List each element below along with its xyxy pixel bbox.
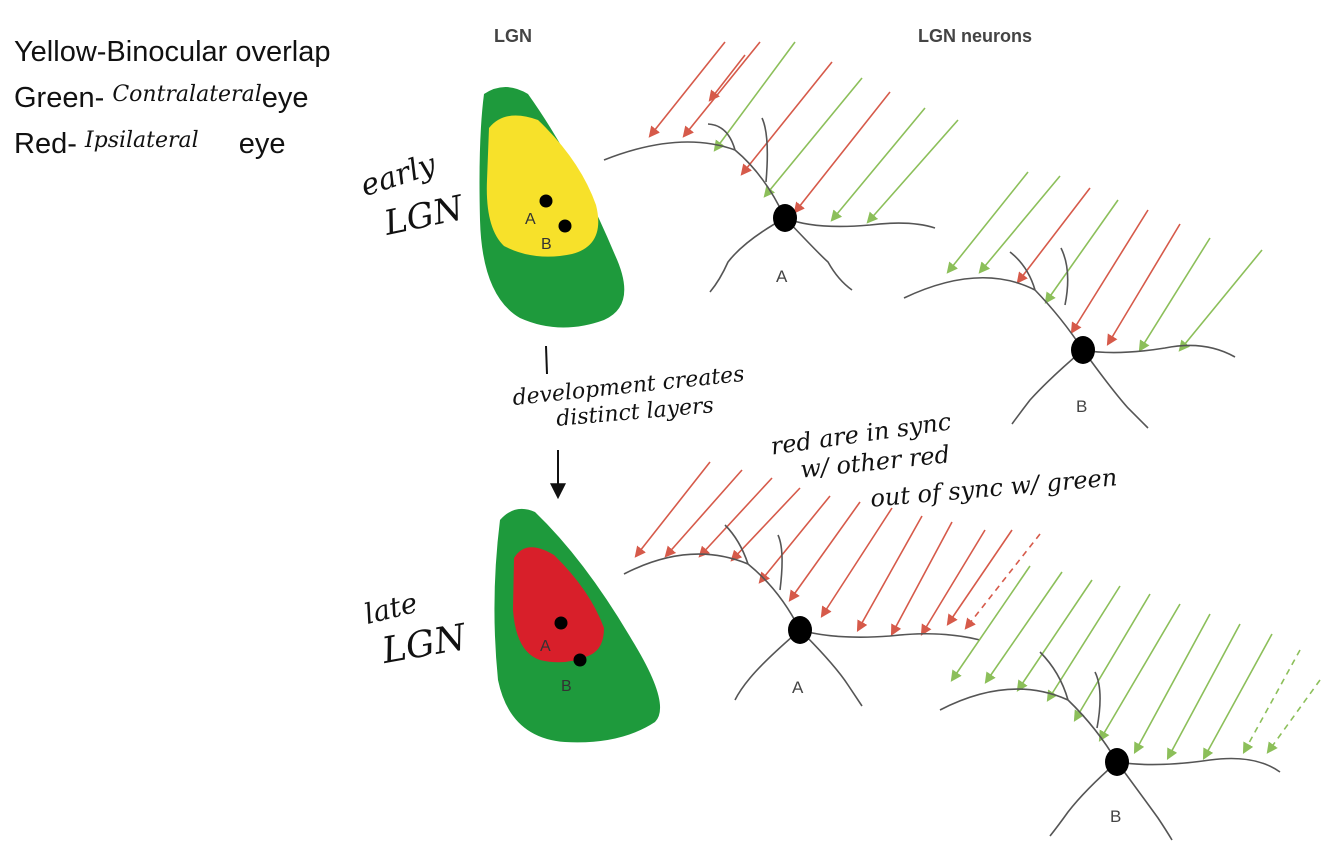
contralateral-axon-arrow: [1133, 613, 1211, 754]
contralateral-axon-arrow: [1046, 585, 1121, 702]
neuron-label: A: [792, 678, 804, 697]
contralateral-axon-arrow: [1178, 249, 1263, 352]
ipsilateral-axon-arrow: [1070, 209, 1149, 334]
contralateral-axon-arrow: [978, 175, 1061, 274]
legend-green: Green- Contralateraleye: [14, 82, 309, 115]
contralateral-axon-arrow: [866, 119, 959, 224]
contralateral-axon-arrow: [1044, 199, 1119, 304]
ipsilateral-axon-arrow: [964, 533, 1041, 630]
ipsilateral-axon-arrow: [920, 529, 986, 636]
contralateral-axon-arrow: [1242, 649, 1301, 754]
dendrite: [903, 247, 1236, 429]
cell-body: [1105, 748, 1129, 776]
ipsilateral-axon-arrow: [740, 61, 833, 176]
ipsilateral-axon-arrow: [708, 54, 746, 102]
early-lgn-cell-b-dot: [558, 219, 572, 233]
neuron-label: A: [776, 267, 788, 286]
legend-green-suffix: eye: [261, 82, 309, 114]
cell-body: [788, 616, 812, 644]
development-arrow-tick: [545, 345, 548, 375]
ipsilateral-axon-arrow: [788, 501, 861, 602]
ipsilateral-axon-arrow: [820, 507, 893, 618]
legend-green-handwritten: Contralateral: [112, 82, 262, 107]
ipsilateral-axon-arrow: [793, 91, 891, 214]
cell-body: [1071, 336, 1095, 364]
contralateral-axon-arrow: [763, 77, 863, 198]
neuron-label: B: [1076, 397, 1087, 416]
neuron-early-a: A: [603, 41, 959, 293]
ipsilateral-axon-arrow: [648, 41, 726, 138]
neuron-late-b: B: [939, 565, 1321, 841]
ipsilateral-axon-arrow: [946, 529, 1013, 626]
early-lgn-yellow-region: [486, 115, 599, 257]
ipsilateral-axon-arrow: [730, 487, 801, 562]
early-lgn-cell-a-dot: [539, 194, 553, 208]
late-lgn-label-a: A: [540, 638, 551, 655]
ipsilateral-axon-arrow: [758, 495, 831, 584]
ipsilateral-axon-arrow: [1016, 187, 1091, 284]
ipsilateral-axon-arrow: [890, 521, 953, 636]
lgn-header: LGN: [494, 26, 532, 46]
late-lgn-cell-a-dot: [554, 616, 568, 630]
early-lgn-label-a: A: [525, 211, 536, 228]
ipsilateral-axon-arrow: [698, 477, 773, 558]
legend-yellow: Yellow-Binocular overlap: [14, 36, 331, 68]
ipsilateral-axon-arrow: [682, 41, 761, 138]
cell-body: [773, 204, 797, 232]
ipsilateral-axon-arrow: [634, 461, 711, 558]
legend-red-handwritten: Ipsilateral: [84, 128, 199, 153]
contralateral-axon-arrow: [1166, 623, 1241, 760]
contralateral-axon-arrow: [1073, 593, 1151, 722]
contralateral-axon-arrow: [1138, 237, 1211, 352]
legend-red: Red- Ipsilateral eye: [14, 128, 285, 161]
ipsilateral-axon-arrow: [1106, 223, 1181, 346]
ipsilateral-axon-arrow: [856, 515, 923, 632]
early-lgn-label-b: B: [541, 236, 552, 253]
contralateral-axon-arrow: [950, 565, 1031, 682]
contralateral-axon-arrow: [1202, 633, 1273, 760]
contralateral-axon-arrow: [1098, 603, 1181, 742]
dendrite: [623, 524, 981, 707]
neuron-early-b: B: [903, 171, 1263, 429]
legend-red-suffix: eye: [238, 128, 286, 160]
contralateral-axon-arrow: [946, 171, 1029, 274]
late-lgn-label-b: B: [561, 678, 572, 695]
dendrite: [939, 651, 1281, 841]
late-lgn-cell-b-dot: [573, 653, 587, 667]
neuron-late-a: A: [623, 461, 1041, 707]
contralateral-axon-arrow: [713, 41, 796, 152]
contralateral-axon-arrow: [830, 107, 926, 222]
neuron-label: B: [1110, 807, 1121, 826]
dendrite: [603, 117, 936, 293]
legend-green-prefix: Green-: [14, 82, 113, 114]
late-lgn-red-region: [513, 547, 604, 663]
legend-red-prefix: Red-: [14, 128, 85, 160]
ipsilateral-axon-arrow: [664, 469, 743, 558]
contralateral-axon-arrow: [984, 571, 1063, 684]
lgn-neurons-header: LGN neurons: [918, 26, 1033, 46]
contralateral-axon-arrow: [1266, 679, 1321, 754]
contralateral-axon-arrow: [1016, 579, 1093, 692]
